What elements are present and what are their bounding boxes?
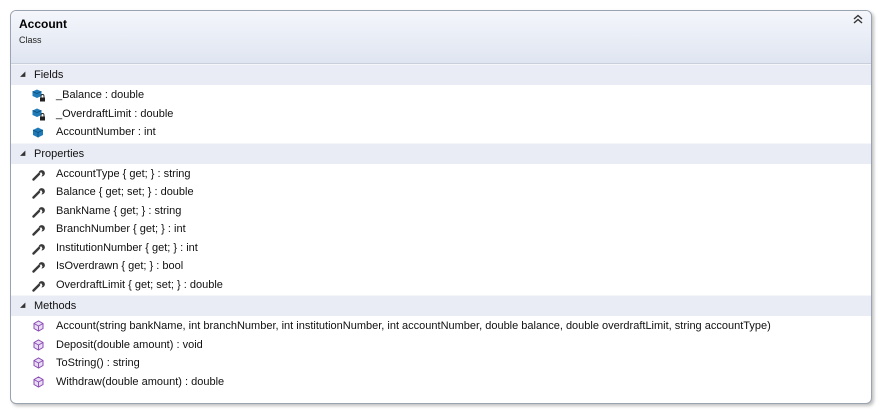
- collapse-triangle-icon[interactable]: ◢: [20, 302, 26, 309]
- properties-list: AccountType { get; } : string Balance { …: [11, 164, 871, 296]
- member-row[interactable]: OverdraftLimit { get; set; } : double: [11, 276, 871, 295]
- member-text: OverdraftLimit { get; set; } : double: [56, 278, 223, 291]
- wrench-icon: [32, 223, 46, 236]
- member-row[interactable]: _Balance : double: [11, 86, 871, 105]
- member-row[interactable]: BranchNumber { get; } : int: [11, 220, 871, 239]
- section-methods-header[interactable]: ◢ Methods: [11, 295, 871, 316]
- member-text: AccountNumber : int: [56, 126, 156, 138]
- double-chevron-up-icon[interactable]: [851, 13, 865, 27]
- private-field-icon: [32, 108, 46, 121]
- member-row[interactable]: BankName { get; } : string: [11, 202, 871, 221]
- member-row[interactable]: IsOverdrawn { get; } : bool: [11, 257, 871, 276]
- member-row[interactable]: InstitutionNumber { get; } : int: [11, 239, 871, 258]
- member-row[interactable]: _OverdraftLimit : double: [11, 105, 871, 124]
- member-row[interactable]: Account(string bankName, int branchNumbe…: [11, 317, 871, 336]
- section-label: Methods: [34, 300, 77, 312]
- class-title: Account: [19, 17, 67, 31]
- member-text: BranchNumber { get; } : int: [56, 223, 186, 235]
- member-text: Withdraw(double amount) : double: [56, 375, 225, 388]
- section-label: Fields: [34, 69, 64, 81]
- member-row[interactable]: Deposit(double amount) : void: [11, 336, 871, 355]
- member-text: AccountType { get; } : string: [56, 167, 191, 180]
- class-shape[interactable]: Account Class ◢ Fields _Balance : double…: [10, 10, 872, 404]
- section-label: Properties: [34, 147, 85, 160]
- section-properties-header[interactable]: ◢ Properties: [11, 142, 871, 164]
- method-icon: [32, 357, 46, 370]
- class-kind: Class: [19, 35, 42, 45]
- collapse-triangle-icon[interactable]: ◢: [20, 71, 26, 78]
- wrench-icon: [32, 168, 46, 181]
- wrench-icon: [32, 205, 46, 218]
- collapse-triangle-icon[interactable]: ◢: [20, 149, 26, 157]
- member-row[interactable]: AccountType { get; } : string: [11, 165, 871, 184]
- fields-list: _Balance : double _OverdraftLimit : doub…: [11, 85, 871, 143]
- methods-list: Account(string bankName, int branchNumbe…: [11, 316, 871, 392]
- member-text: Balance { get; set; } : double: [56, 186, 194, 198]
- member-row[interactable]: Withdraw(double amount) : double: [11, 373, 871, 392]
- class-header: Account Class: [11, 11, 871, 64]
- field-icon: [32, 126, 46, 139]
- member-text: Account(string bankName, int branchNumbe…: [56, 320, 771, 332]
- wrench-icon: [32, 242, 46, 255]
- member-text: Deposit(double amount) : void: [56, 338, 203, 351]
- member-row[interactable]: Balance { get; set; } : double: [11, 183, 871, 202]
- member-row[interactable]: AccountNumber : int: [11, 123, 871, 142]
- method-icon: [32, 320, 46, 333]
- wrench-icon: [32, 279, 46, 292]
- section-fields-header[interactable]: ◢ Fields: [11, 64, 871, 85]
- method-icon: [32, 338, 46, 352]
- member-text: _OverdraftLimit : double: [56, 107, 174, 120]
- member-text: BankName { get; } : string: [56, 204, 182, 217]
- member-text: _Balance : double: [56, 89, 145, 101]
- member-row[interactable]: ToString() : string: [11, 354, 871, 373]
- member-text: IsOverdrawn { get; } : bool: [56, 260, 184, 272]
- wrench-icon: [32, 186, 46, 199]
- member-text: InstitutionNumber { get; } : int: [56, 241, 198, 254]
- private-field-icon: [32, 89, 46, 102]
- wrench-icon: [32, 260, 46, 273]
- member-text: ToString() : string: [56, 357, 140, 369]
- method-icon: [32, 375, 46, 389]
